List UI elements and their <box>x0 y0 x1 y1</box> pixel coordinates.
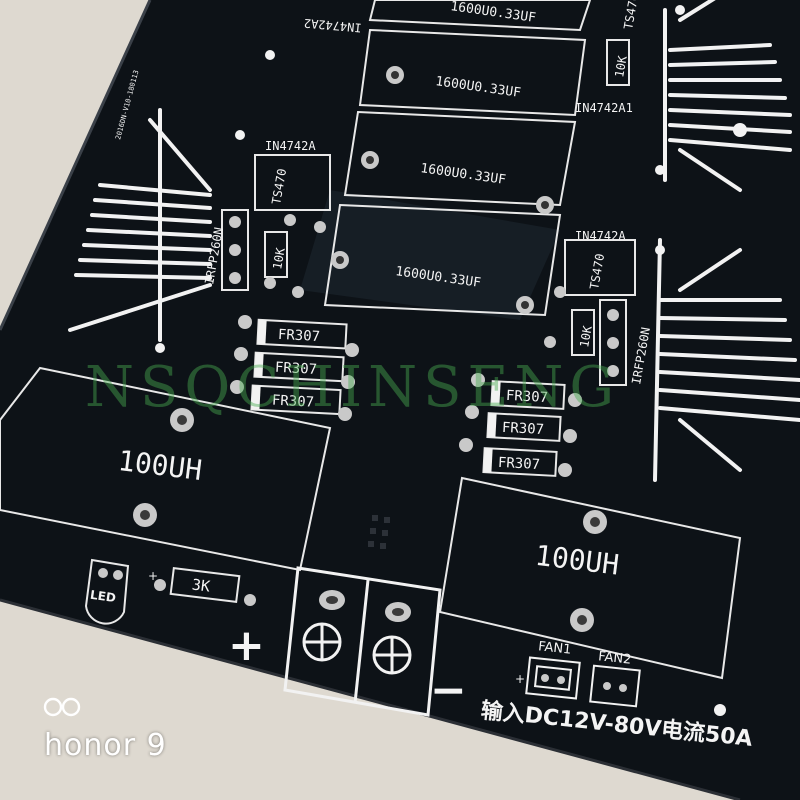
heatsink-right <box>653 0 800 482</box>
diode-right-3 <box>482 447 558 477</box>
diode-left-3 <box>250 384 342 416</box>
board-edge <box>0 0 152 331</box>
capacitor-outlines <box>323 0 592 317</box>
resistor-10k-top-label: 10K <box>612 54 630 79</box>
inductor-hole-left-bottom <box>140 510 150 520</box>
diode-left-2 <box>253 351 345 383</box>
inductor-outline-right <box>438 476 742 680</box>
mosfet-right <box>599 299 627 386</box>
diode-left-1 <box>256 318 348 350</box>
led-footprint <box>84 558 130 625</box>
center-smd-pads <box>368 515 390 549</box>
zener-label-a1: IN4742A1 <box>575 101 633 115</box>
resistor-10k-right <box>571 309 595 356</box>
led-plus-mark: + <box>148 569 158 583</box>
camera-brand-text: honor 9 <box>44 728 167 763</box>
diode-right-1 <box>490 380 566 410</box>
resistor-10k-left <box>264 231 288 278</box>
fan1-plus-mark: + <box>515 672 525 686</box>
terminal-right-hole <box>392 608 404 616</box>
inductor-hole-right-top <box>590 517 600 527</box>
resistor-3k-outline <box>169 566 241 604</box>
heatsink-left <box>68 108 212 342</box>
terminal-left-hole <box>326 596 338 604</box>
fan1-label: FAN1 <box>537 639 572 657</box>
ts470-outline-right <box>564 239 636 296</box>
pads <box>155 5 747 716</box>
inductor-hole-right-bottom <box>577 615 587 625</box>
inductor-outline-left <box>0 366 332 572</box>
diode-label-right-1: FR307 <box>506 388 549 406</box>
fan1-connector <box>525 656 581 700</box>
glare <box>300 190 560 320</box>
ts470-outline-left <box>254 154 331 211</box>
fan2-connector <box>589 664 641 708</box>
diode-label-right-3: FR307 <box>498 455 541 473</box>
ts470-label-right: TS470 <box>587 253 607 291</box>
zener-label-a2: IN4742A2 <box>303 16 362 35</box>
power-plus-sign: + <box>228 620 265 671</box>
terminal-block-outline <box>283 566 442 717</box>
terminal-right-screw-icon <box>372 635 412 675</box>
ts470-label-left: TS470 <box>269 168 289 206</box>
inductor-hole-left-top <box>177 415 187 425</box>
diode-label-right-2: FR307 <box>502 420 545 438</box>
resistor-3k-pad-left <box>154 579 166 591</box>
led-label: LED <box>89 588 117 605</box>
ts470-label-top: TS470 <box>621 0 641 31</box>
zener-label-a-left: IN4742A <box>265 139 316 153</box>
diode-label-left-3: FR307 <box>272 393 315 411</box>
resistor-10k-left-label: 10K <box>270 246 288 271</box>
resistor-10k-top <box>606 39 630 86</box>
diode-right-2 <box>486 412 562 442</box>
diode-label-left-2: FR307 <box>275 360 318 378</box>
resistor-3k-label: 3K <box>191 575 211 595</box>
fan2-label: FAN2 <box>597 649 632 667</box>
board-bottom-edge <box>0 598 741 800</box>
resistor-10k-right-label: 10K <box>577 324 595 349</box>
terminal-left-screw-icon <box>302 622 342 662</box>
diode-pads <box>230 214 582 477</box>
camera-logo-icon <box>43 697 81 717</box>
mosfet-left <box>221 209 249 291</box>
terminal-divider <box>353 579 370 704</box>
power-minus-sign: − <box>430 665 467 716</box>
diode-label-left-1: FR307 <box>278 327 321 345</box>
resistor-3k-pad-right <box>244 594 256 606</box>
